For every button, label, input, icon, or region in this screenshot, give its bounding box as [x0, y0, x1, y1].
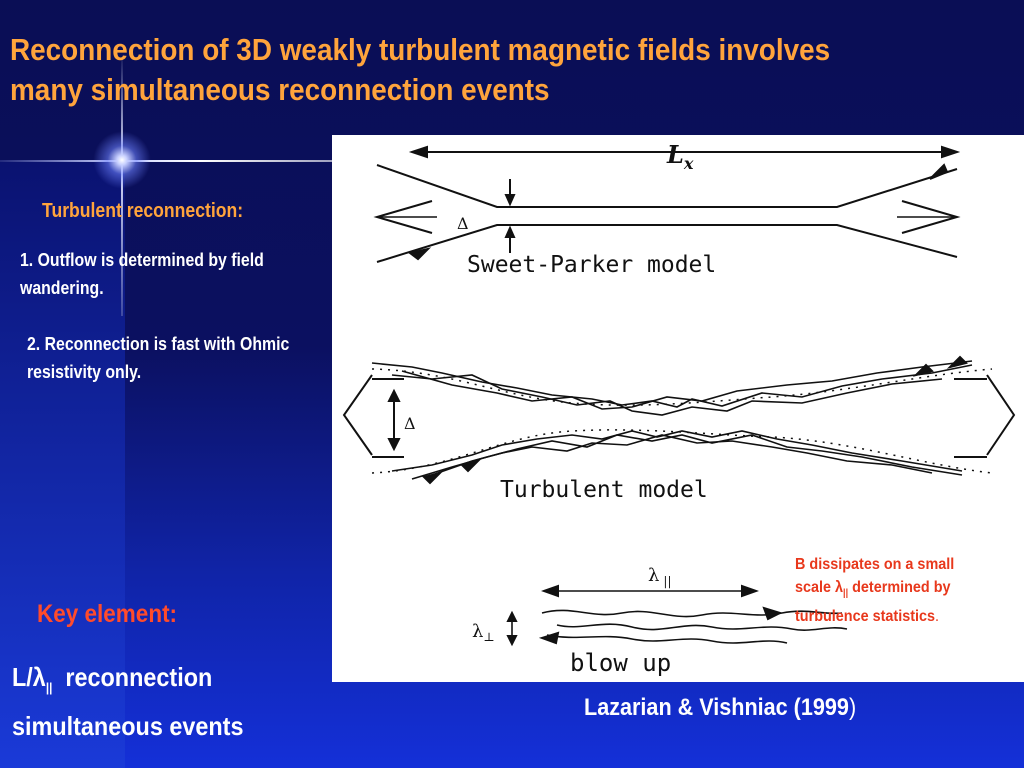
- lambda-par-label: λ ||: [648, 565, 672, 588]
- citation: Lazarian & Vishniac (1999): [584, 694, 856, 722]
- slide-title-line2: many simultaneous reconnection events: [10, 72, 550, 107]
- turb-lower-arrowhead-2: [460, 459, 482, 473]
- sp-upper-arrowhead: [929, 163, 949, 180]
- key-text-suffix: reconnection: [52, 662, 213, 692]
- note-end: .: [935, 608, 940, 626]
- note-prefix: B dissipates on a small scale: [795, 556, 959, 596]
- dissipation-note: B dissipates on a small scale λ|| determ…: [795, 553, 993, 628]
- turb-upper-dotted-boundary: [371, 368, 993, 406]
- blowup-field-line-3: [546, 634, 788, 644]
- turb-upper-arrowhead-1: [946, 355, 968, 369]
- key-text-line2: simultaneous events: [12, 711, 244, 742]
- key-element-label: Key element:: [37, 600, 178, 628]
- delta-arrowhead-bottom: [504, 225, 516, 238]
- turb-upper-arrowhead-2: [912, 363, 934, 377]
- lx-main: L: [666, 140, 684, 169]
- turb-delta-arrowhead-bottom: [387, 438, 401, 452]
- citation-text: Lazarian & Vishniac (1999: [584, 694, 849, 721]
- lambda-par-sub: ||: [663, 574, 671, 588]
- lambda-par-arrowhead-right: [741, 584, 759, 598]
- blowup-arrowhead-right: [762, 606, 783, 621]
- sp-lower-arrowhead: [407, 247, 432, 261]
- turb-lower-field-line-1: [391, 430, 963, 472]
- slide-title: Reconnection of 3D weakly turbulent magn…: [10, 30, 910, 110]
- note-sub: ||: [843, 588, 849, 600]
- turb-outflow-left: [342, 374, 373, 456]
- turb-delta-label: Δ: [404, 414, 416, 433]
- lambda-perp-label: λ⊥: [472, 621, 495, 644]
- blowup-arrowhead-left: [538, 631, 560, 645]
- reconnection-figure: Lx Δ Sweet-Parker model Δ Turbulent mode…: [332, 135, 1024, 682]
- note-suffix: determined by turbulence statistics: [795, 579, 955, 626]
- blowup-field-line-2: [556, 623, 848, 631]
- lx-label: Lx: [666, 140, 694, 173]
- citation-close: ): [848, 694, 857, 721]
- lx-arrowhead-left: [408, 145, 428, 159]
- subheading: Turbulent reconnection:: [42, 200, 244, 222]
- turb-upper-field-line-3: [401, 360, 973, 410]
- point-fast-reconnection: 2. Reconnection is fast with Ohmic resis…: [27, 334, 290, 382]
- delta-arrowhead-top: [504, 194, 516, 207]
- decorative-horizontal-line: [0, 160, 335, 162]
- key-text-prefix: L/: [12, 662, 33, 692]
- lambda-par-symbol: λ: [648, 565, 659, 586]
- sweet-parker-label: Sweet-Parker model: [467, 252, 716, 278]
- turb-upper-field-line-2: [391, 374, 943, 416]
- sp-delta-label: Δ: [457, 214, 469, 233]
- note-lambda: λ: [835, 579, 844, 596]
- point-outflow: 1. Outflow is determined by field wander…: [20, 250, 264, 298]
- reconnection-diagram: Lx Δ Sweet-Parker model Δ Turbulent mode…: [342, 140, 1016, 677]
- sp-upper-field-line: [376, 164, 958, 208]
- lx-sub: x: [683, 154, 694, 173]
- key-text-sub: ||: [45, 680, 53, 696]
- turbulent-model-label: Turbulent model: [500, 477, 708, 503]
- blowup-label: blow up: [570, 649, 671, 677]
- turb-lower-arrowhead-1: [422, 471, 444, 485]
- lambda-perp-symbol: λ: [472, 621, 483, 642]
- turb-delta-arrowhead-top: [387, 388, 401, 402]
- lambda-perp-arrowhead-bottom: [506, 635, 518, 647]
- lambda-perp-arrowhead-top: [506, 610, 518, 622]
- lambda-perp-sub: ⊥: [483, 630, 494, 644]
- key-text-lambda: λ: [32, 662, 46, 692]
- turb-outflow-right: [986, 374, 1016, 456]
- turb-lower-field-line-3: [431, 434, 933, 476]
- slide-title-line1: Reconnection of 3D weakly turbulent magn…: [10, 32, 831, 67]
- turb-upper-field-line-1: [371, 362, 973, 408]
- lx-arrowhead-right: [941, 145, 961, 159]
- light-flare-icon: [93, 131, 151, 189]
- left-accent-panel: [0, 160, 125, 768]
- sp-lower-field-line: [376, 224, 958, 263]
- key-element-text: L/λ|| reconnection simultaneous events: [12, 658, 318, 745]
- turb-lower-dotted-boundary: [371, 429, 993, 474]
- lambda-par-arrowhead-left: [541, 584, 559, 598]
- blowup-field-line-1: [541, 609, 843, 618]
